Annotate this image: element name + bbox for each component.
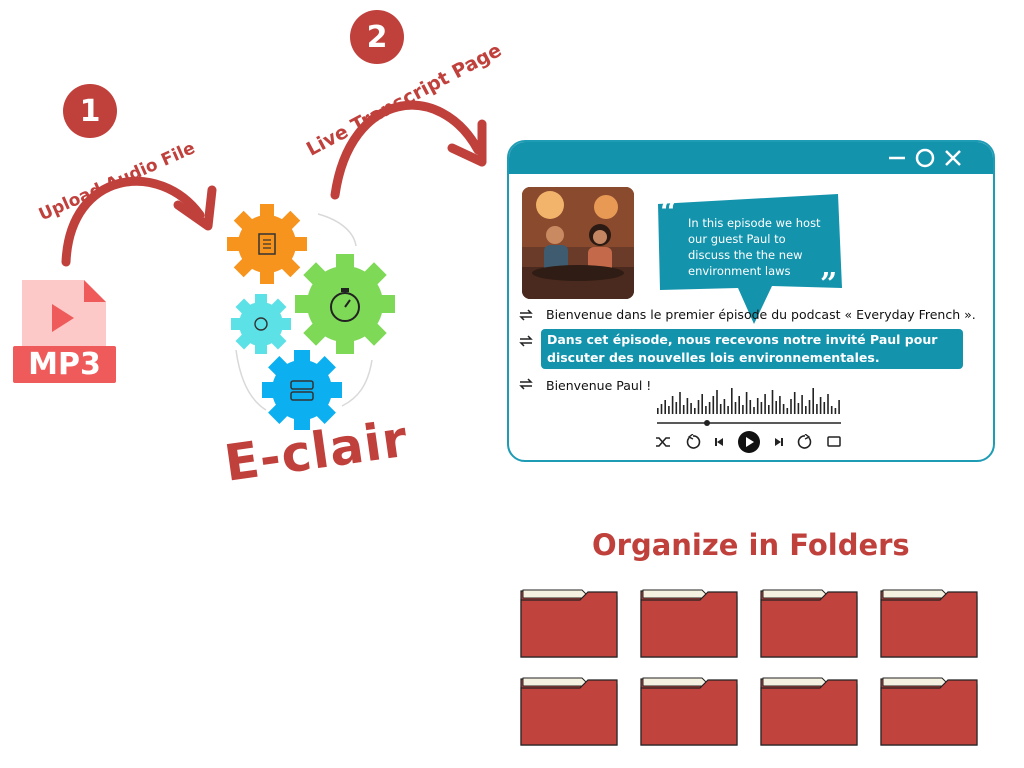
- bubble-text: In this episode we host our guest Paul t…: [688, 216, 821, 278]
- shuffle-icon[interactable]: [655, 434, 671, 450]
- audio-waveform: [657, 388, 840, 414]
- repeat-line-icon[interactable]: [518, 309, 534, 321]
- repeat-icon[interactable]: [797, 434, 813, 450]
- maximize-icon[interactable]: [915, 148, 935, 168]
- folder-icon[interactable]: [520, 588, 618, 658]
- mp3-file-icon: [22, 280, 106, 352]
- window-titlebar: [509, 142, 993, 174]
- folder-icon[interactable]: [880, 588, 978, 658]
- step-1-badge: 1: [63, 84, 117, 138]
- transcript-line-1: Bienvenue dans le premier épisode du pod…: [546, 307, 976, 322]
- organize-title: Organize in Folders: [592, 528, 910, 562]
- transcript-line-2-highlighted: Dans cet épisode, nous recevons notre in…: [541, 329, 963, 369]
- folder-icon[interactable]: [760, 588, 858, 658]
- folder-icon[interactable]: [760, 676, 858, 746]
- folder-icon[interactable]: [640, 676, 738, 746]
- settings-gear-icon: [231, 294, 291, 354]
- folder-icon[interactable]: [880, 676, 978, 746]
- svg-text:“: “: [660, 195, 677, 230]
- play-icon[interactable]: [737, 430, 761, 454]
- skip-forward-icon[interactable]: [773, 436, 785, 448]
- step-2-badge: 2: [350, 10, 404, 64]
- skip-back-icon[interactable]: [713, 436, 725, 448]
- gear-cluster: [227, 204, 395, 430]
- podcast-thumbnail: [522, 187, 634, 299]
- clipboard-gear-icon: [227, 204, 307, 284]
- audio-progress-bar[interactable]: [655, 418, 843, 428]
- folder-icon[interactable]: [520, 676, 618, 746]
- repeat-line-icon[interactable]: [518, 335, 534, 347]
- folder-icon[interactable]: [640, 588, 738, 658]
- arrow-upload: [61, 176, 205, 267]
- speech-bubble: “ ”: [658, 194, 842, 324]
- mp3-label: MP3: [13, 346, 116, 383]
- stopwatch-gear-icon: [295, 254, 395, 354]
- minimize-icon[interactable]: [887, 148, 907, 168]
- close-icon[interactable]: [943, 148, 963, 168]
- repeat-line-icon[interactable]: [518, 378, 534, 390]
- captions-icon[interactable]: [827, 436, 841, 448]
- server-gear-icon: [262, 350, 342, 430]
- transcript-line-3: Bienvenue Paul !: [546, 378, 652, 393]
- svg-text:”: ”: [820, 267, 837, 302]
- replay-icon[interactable]: [685, 434, 701, 450]
- arrow-transcript: [330, 100, 483, 200]
